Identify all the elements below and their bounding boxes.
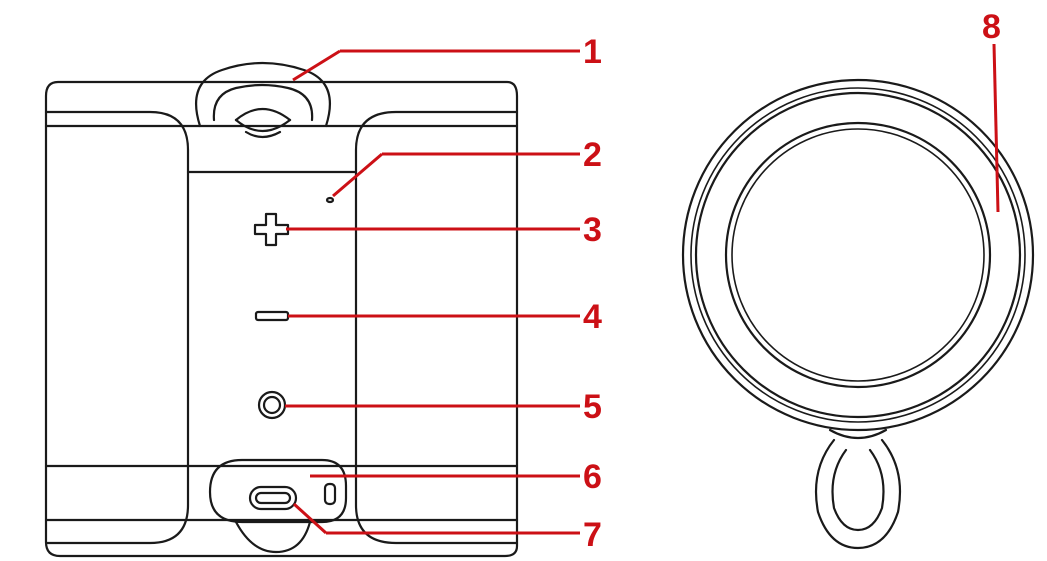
- top-strap-loop: [195, 61, 331, 139]
- power-button-icon[interactable]: [257, 390, 287, 420]
- callout-number-3: 3: [583, 211, 602, 249]
- callout-lines: [285, 43, 1000, 535]
- callout-number-1: 1: [583, 33, 602, 71]
- speaker-front-view: [44, 61, 519, 558]
- callout-line-2: [332, 152, 383, 198]
- speaker-side-view: [681, 78, 1035, 550]
- callout-number-5: 5: [583, 388, 602, 426]
- callout-numbers: 1 2 3 4 5 6 7 8: [583, 8, 1001, 554]
- callout-number-8: 8: [982, 8, 1001, 46]
- speaker-body-outline: [44, 80, 519, 558]
- side-strap-loop: [814, 428, 902, 550]
- led-indicator: [323, 482, 337, 506]
- microphone-hole: [325, 196, 335, 204]
- side-speaker-face: [724, 121, 992, 389]
- callout-line-1: [292, 49, 341, 82]
- usb-cover-flap: [208, 458, 348, 554]
- callout-line-8: [992, 43, 1000, 213]
- left-grip-panel: [44, 110, 190, 545]
- side-speaker-grille: [731, 128, 985, 382]
- minus-icon[interactable]: [254, 310, 290, 322]
- callout-number-4: 4: [583, 298, 602, 336]
- callout-number-2: 2: [583, 136, 602, 174]
- right-grip-panel: [354, 110, 519, 545]
- callout-number-6: 6: [583, 458, 602, 496]
- callout-number-7: 7: [583, 516, 602, 554]
- side-ring-3: [694, 91, 1022, 419]
- plus-icon[interactable]: [253, 212, 290, 247]
- usb-c-port-icon[interactable]: [248, 485, 298, 511]
- side-outer-ring: [681, 78, 1035, 432]
- callout-line-7: [292, 502, 328, 535]
- side-ring-2: [690, 87, 1026, 423]
